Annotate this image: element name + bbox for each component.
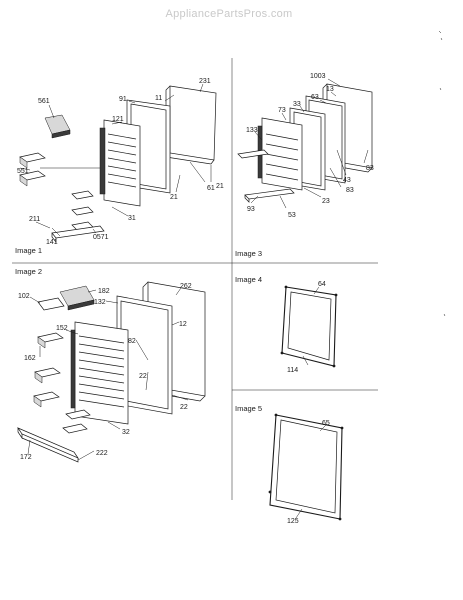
dairy-box-561: [44, 114, 71, 139]
liner-shelves-1: [99, 127, 137, 195]
liner-shelves-2: [70, 329, 125, 409]
part-label-172: 172: [20, 454, 32, 461]
part-labels-2: 102 182 262 132 12 152 82 162 22 22 32 1…: [18, 283, 192, 461]
part-labels-1: 561 121 91 11 231 551 61 21 21 211 31 14…: [17, 78, 224, 246]
part-label-262: 262: [180, 283, 192, 290]
leader-lines-3: [250, 78, 369, 209]
part-label-43: 43: [343, 177, 351, 184]
part-label-83: 83: [366, 165, 374, 172]
part-label-211: 211: [29, 216, 40, 223]
label-114: 114: [287, 367, 298, 374]
part-label-22: 22: [139, 373, 147, 380]
part-label-0571: 0571: [93, 234, 109, 241]
leader-lines-1: [19, 83, 212, 237]
part-label-22: 22: [180, 404, 188, 411]
image-3-panel: Image 3: [235, 73, 374, 258]
image-2-panel: Image 2: [15, 267, 206, 463]
label-125: 125: [287, 518, 299, 525]
part-label-61: 61: [207, 185, 215, 192]
image-1-caption: Image 1: [15, 246, 42, 255]
image-4-caption: Image 4: [235, 275, 262, 284]
watermark-text: AppliancePartsPros.com: [165, 8, 292, 20]
image-2-caption: Image 2: [15, 267, 42, 276]
part-label-182: 182: [98, 288, 110, 295]
part-label-53: 53: [288, 212, 296, 219]
part-label-83: 83: [346, 187, 354, 194]
part-label-132: 132: [94, 299, 106, 306]
part-label-121: 121: [112, 116, 124, 123]
part-label-93: 93: [247, 206, 255, 213]
part-label-1003: 1003: [310, 73, 326, 80]
part-label-21: 21: [170, 194, 178, 201]
panel-dividers: [12, 58, 378, 500]
part-label-63: 63: [311, 94, 319, 101]
small-bins-2: [62, 409, 91, 434]
small-bins-1: [71, 190, 94, 231]
image-1-panel: Image 1: [15, 78, 224, 255]
part-label-32: 32: [122, 429, 130, 436]
image-5-caption: Image 5: [235, 404, 262, 413]
image-5-panel: Image 5 65 125: [235, 404, 344, 525]
part-label-152: 152: [56, 325, 68, 332]
part-label-102: 102: [18, 293, 30, 300]
part-label-141: 141: [46, 239, 58, 246]
label-64: 64: [318, 281, 326, 288]
part-label-23: 23: [322, 198, 330, 205]
label-65: 65: [322, 420, 330, 427]
bins-551: [19, 152, 46, 187]
part-label-73: 73: [278, 107, 286, 114]
part-label-31: 31: [128, 215, 136, 222]
part-label-11: 11: [155, 95, 162, 102]
part-label-13: 13: [326, 86, 334, 93]
part-label-551: 551: [17, 168, 29, 175]
part-label-21: 21: [216, 183, 224, 190]
image-3-caption: Image 3: [235, 249, 262, 258]
part-label-222: 222: [96, 450, 108, 457]
corner-dots-5: [268, 413, 344, 521]
part-label-82: 82: [128, 338, 136, 345]
part-label-33: 33: [293, 101, 301, 108]
corner-dots-4: [280, 285, 338, 368]
dairy-box-182: [37, 285, 95, 311]
image-4-panel: Image 4 64 114: [235, 275, 338, 374]
part-label-91: 91: [119, 96, 127, 103]
part-label-561: 561: [38, 98, 50, 105]
part-label-133: 133: [246, 127, 258, 134]
part-label-162: 162: [24, 355, 36, 362]
leader-lines-2: [27, 287, 189, 461]
part-label-12: 12: [179, 321, 187, 328]
part-labels-3: 1003 13 63 33 73 133 43 83 83 93 23 53: [246, 73, 374, 219]
scan-marks: [438, 30, 446, 317]
bins-162: [33, 332, 64, 408]
part-label-231: 231: [199, 78, 211, 85]
